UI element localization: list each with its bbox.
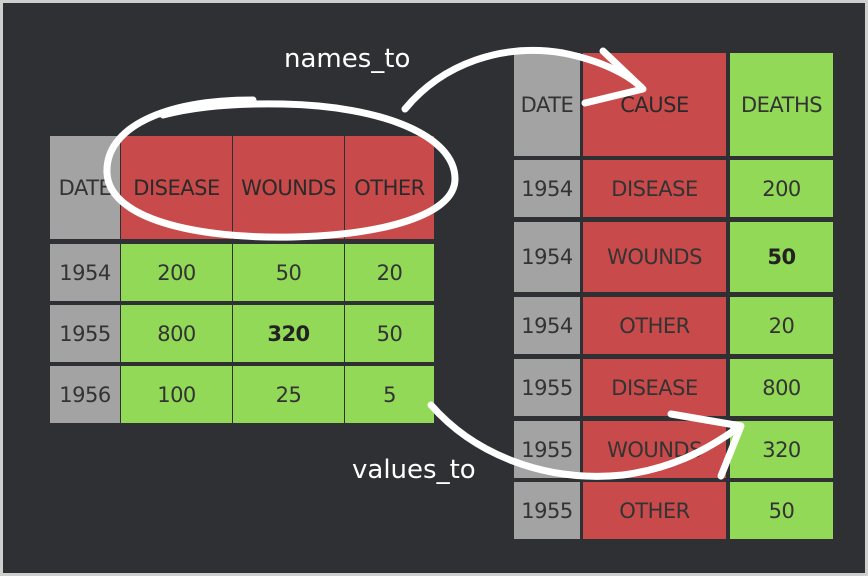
wide-header-other: OTHER xyxy=(345,136,434,239)
long-cell-date: 1954 xyxy=(514,297,580,354)
long-cell-cause: OTHER xyxy=(583,297,726,354)
names-to-label: names_to xyxy=(284,44,411,74)
long-cell-cause: OTHER xyxy=(583,482,726,539)
long-cell-deaths: 320 xyxy=(730,421,833,478)
values-to-label: values_to xyxy=(352,455,476,485)
wide-cell-date: 1955 xyxy=(50,305,120,362)
long-header-cause: CAUSE xyxy=(583,53,726,156)
long-cell-date: 1954 xyxy=(514,222,580,292)
long-cell-date: 1955 xyxy=(514,359,580,416)
long-cell-cause: WOUNDS xyxy=(583,222,726,292)
wide-cell-date: 1956 xyxy=(50,366,120,423)
long-header-deaths: DEATHS xyxy=(730,53,833,156)
long-cell-deaths: 50 xyxy=(730,222,833,292)
wide-cell-wounds: 320 xyxy=(233,305,344,362)
wide-cell-wounds: 50 xyxy=(233,244,344,301)
wide-cell-disease: 100 xyxy=(121,366,232,423)
wide-cell-other: 50 xyxy=(345,305,434,362)
long-cell-cause: DISEASE xyxy=(583,359,726,416)
wide-cell-other: 5 xyxy=(345,366,434,423)
long-cell-deaths: 800 xyxy=(730,359,833,416)
long-cell-deaths: 50 xyxy=(730,482,833,539)
wide-header-wounds: WOUNDS xyxy=(233,136,344,239)
wide-cell-date: 1954 xyxy=(50,244,120,301)
wide-header-disease: DISEASE xyxy=(121,136,232,239)
long-cell-deaths: 200 xyxy=(730,160,833,217)
long-cell-date: 1955 xyxy=(514,482,580,539)
wide-cell-disease: 800 xyxy=(121,305,232,362)
long-cell-date: 1955 xyxy=(514,421,580,478)
long-cell-deaths: 20 xyxy=(730,297,833,354)
long-header-date: DATE xyxy=(514,53,580,156)
wide-cell-wounds: 25 xyxy=(233,366,344,423)
wide-header-date: DATE xyxy=(50,136,120,239)
long-cell-cause: WOUNDS xyxy=(583,421,726,478)
wide-cell-other: 20 xyxy=(345,244,434,301)
wide-cell-disease: 200 xyxy=(121,244,232,301)
long-cell-cause: DISEASE xyxy=(583,160,726,217)
long-cell-date: 1954 xyxy=(514,160,580,217)
